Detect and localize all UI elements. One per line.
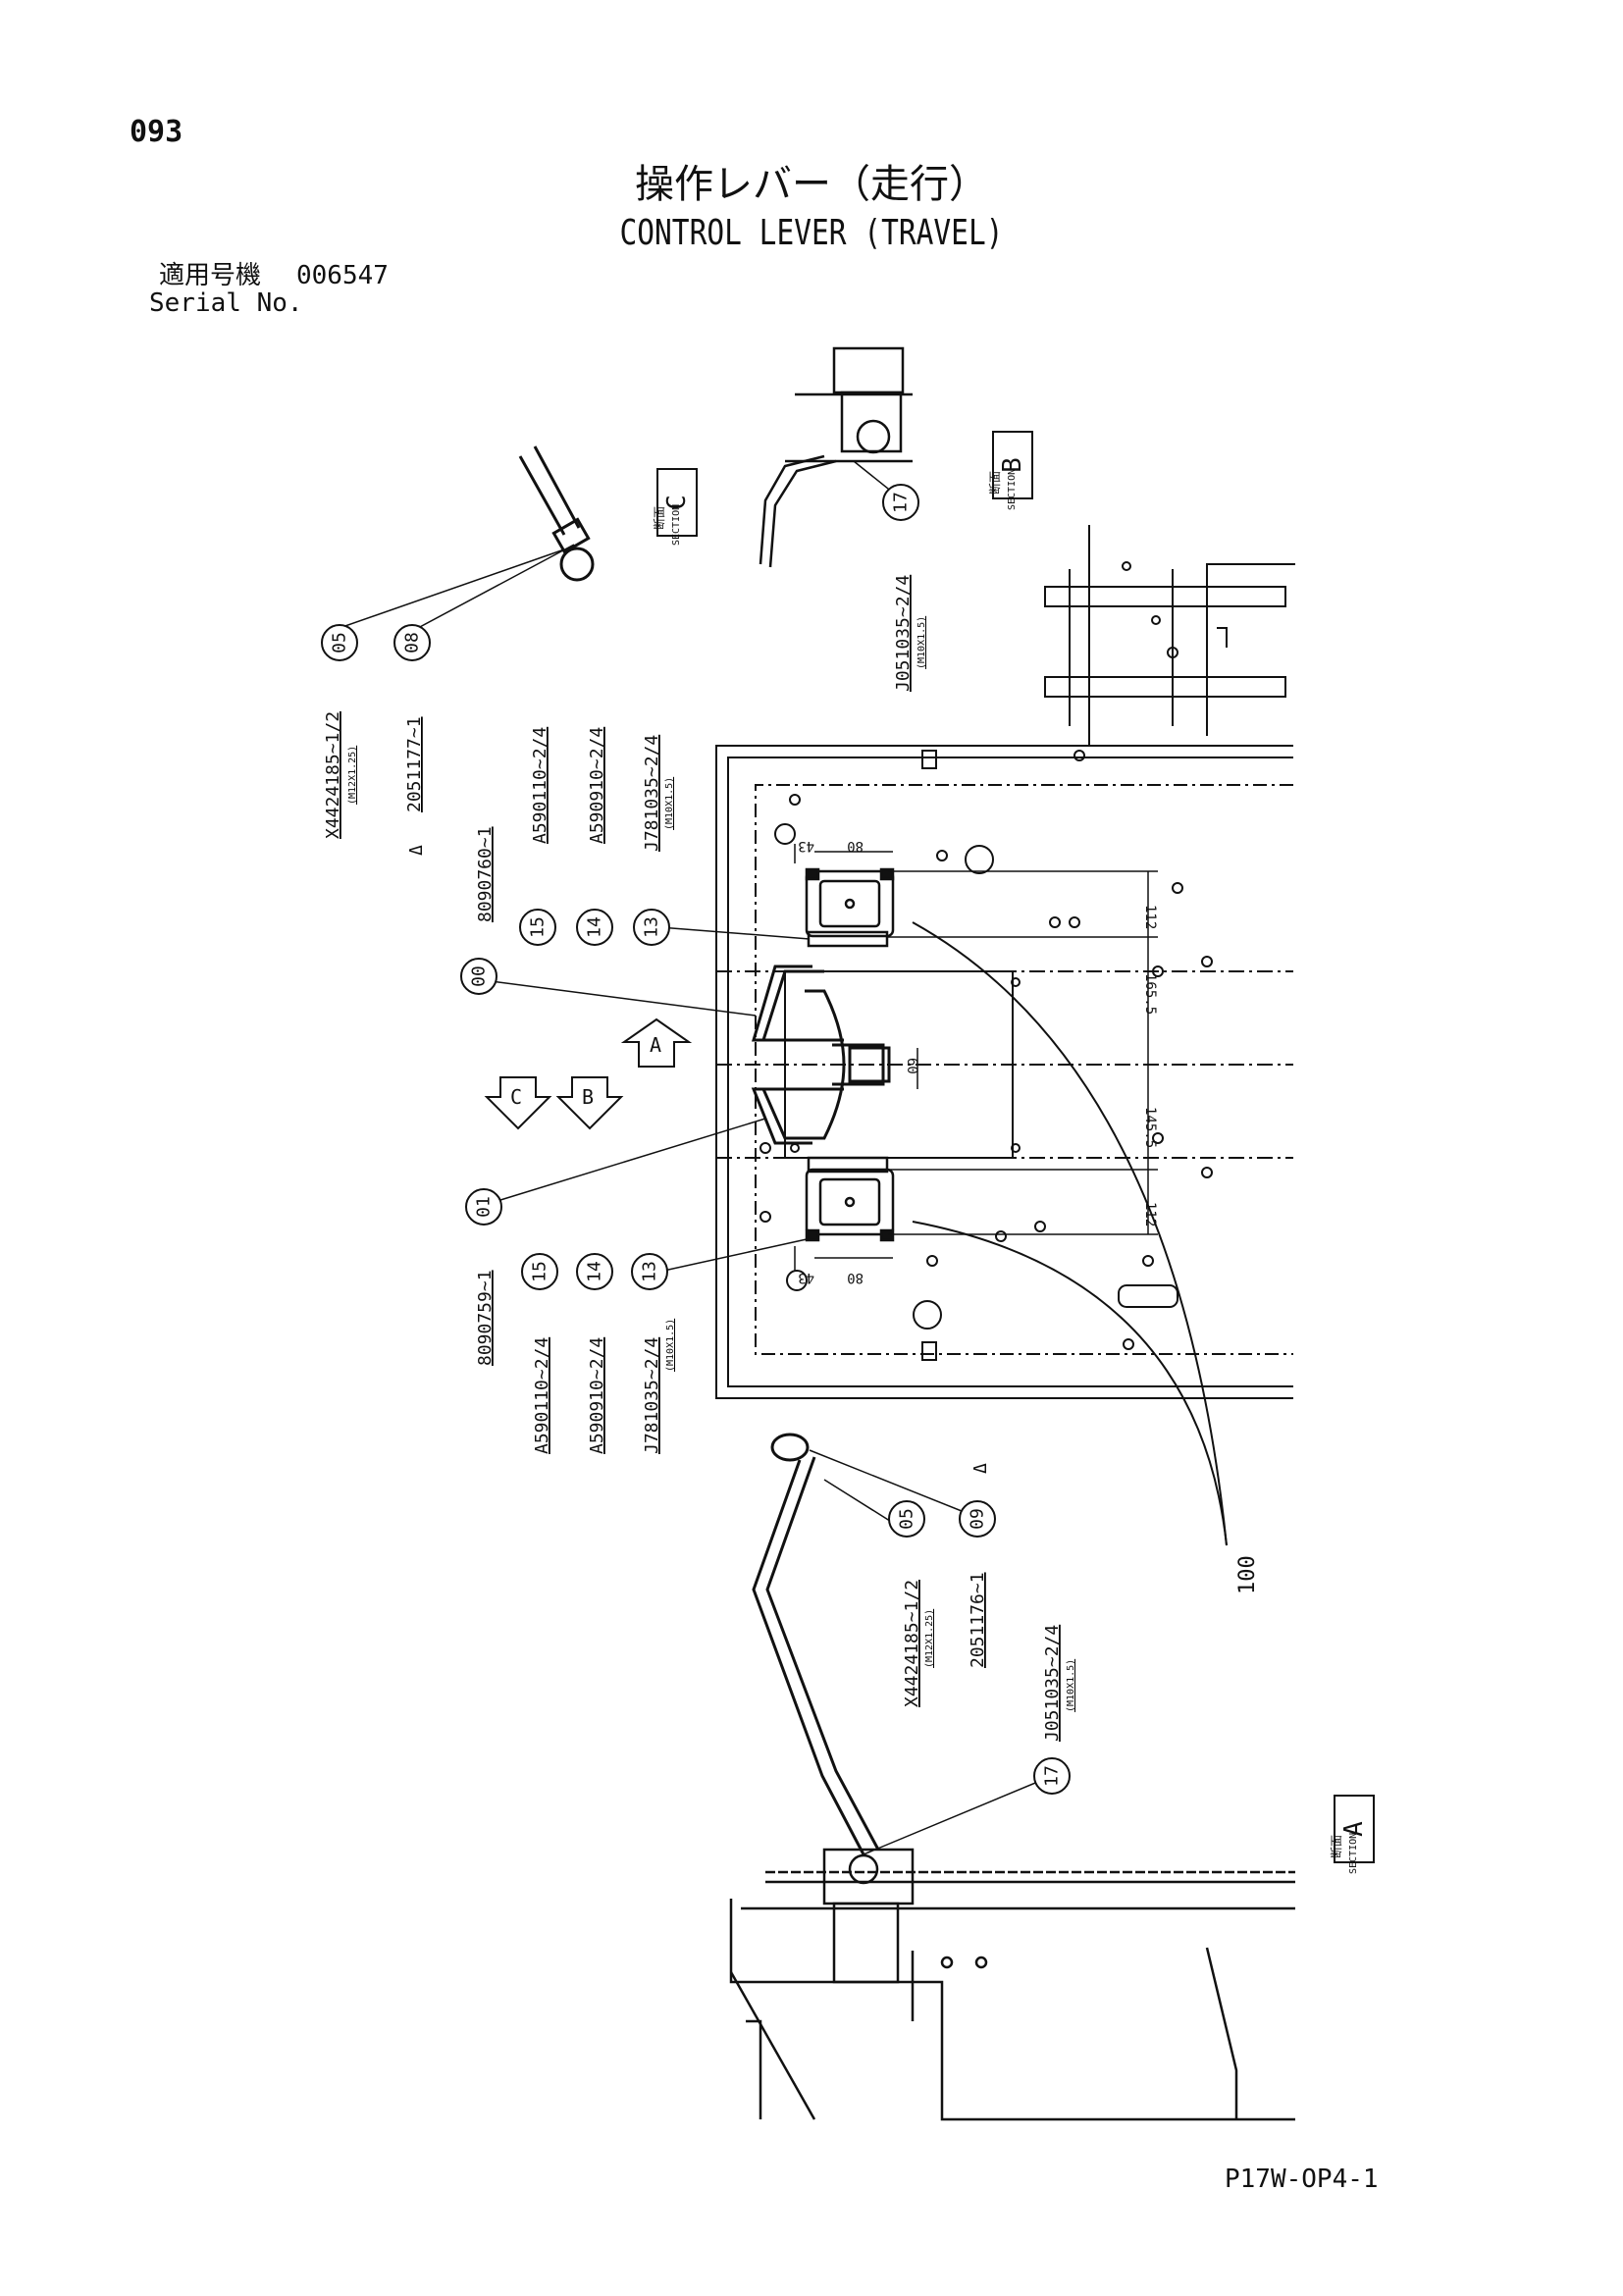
callout-13-top: 13 bbox=[633, 909, 670, 946]
svg-text:断面: 断面 bbox=[987, 471, 1002, 495]
callout-01: 01 bbox=[465, 1188, 502, 1226]
svg-text:15: 15 bbox=[528, 916, 549, 938]
section-b-valve bbox=[759, 346, 913, 568]
callout-17-bottom: 17 bbox=[1033, 1757, 1071, 1795]
svg-text:13: 13 bbox=[642, 916, 662, 938]
title-japanese: 操作レバー（走行） bbox=[635, 162, 988, 207]
section-label-a: A 断面 SECTION bbox=[1329, 1795, 1375, 1874]
hose-upper bbox=[912, 921, 1228, 1546]
part-j051035-top-spec: (M10X1.5) bbox=[916, 616, 927, 669]
view-arrow-a bbox=[620, 1018, 693, 1068]
svg-text:A: A bbox=[1339, 1821, 1369, 1837]
part-j051035-bottom: J051035~2/4 bbox=[1042, 1625, 1063, 1742]
part-8090759: 8090759~1 bbox=[475, 1270, 496, 1366]
callout-00: 00 bbox=[460, 958, 497, 995]
part-j781035-top: J781035~2/4 bbox=[642, 735, 662, 852]
svg-text:09: 09 bbox=[968, 1508, 988, 1530]
pilot-valve-lower bbox=[805, 1156, 895, 1242]
part-a590910-bottom: A590910~2/4 bbox=[587, 1337, 607, 1454]
svg-text:05: 05 bbox=[897, 1508, 917, 1530]
svg-text:C: C bbox=[662, 495, 692, 510]
section-c-lever bbox=[518, 445, 595, 582]
part-x4424185-bottom-spec: (M12X1.25) bbox=[924, 1609, 935, 1668]
part-a590110-bottom: A590110~2/4 bbox=[532, 1337, 552, 1454]
hose-lower bbox=[912, 1221, 1228, 1546]
svg-text:SECTION: SECTION bbox=[671, 504, 682, 546]
part-a590110-top: A590110~2/4 bbox=[530, 727, 550, 844]
serial-number-value: 006547 bbox=[296, 261, 389, 290]
revision-mark-top: Δ bbox=[406, 845, 427, 856]
part-x4424185-top-spec: (M12X1.25) bbox=[347, 746, 358, 805]
svg-text:17: 17 bbox=[891, 492, 912, 513]
dim-80-top: 80 bbox=[847, 838, 864, 854]
svg-text:15: 15 bbox=[530, 1261, 550, 1282]
part-100: 100 bbox=[1235, 1555, 1260, 1594]
svg-text:08: 08 bbox=[402, 632, 423, 653]
svg-text:断面: 断面 bbox=[1329, 1835, 1343, 1858]
svg-text:14: 14 bbox=[585, 916, 605, 938]
dim-165-5: 165.5 bbox=[1142, 973, 1158, 1015]
dim-43-top: 43 bbox=[798, 838, 814, 854]
dim-80-bottom: 80 bbox=[847, 1270, 864, 1285]
travel-levers-top-view bbox=[751, 965, 891, 1145]
svg-text:00: 00 bbox=[469, 965, 490, 987]
part-x4424185-top: X4424185~1/2 bbox=[323, 711, 343, 839]
frame-outline bbox=[715, 745, 1293, 1399]
callout-14-bottom: 14 bbox=[576, 1253, 613, 1290]
svg-text:17: 17 bbox=[1042, 1765, 1063, 1787]
callout-14-top: 14 bbox=[576, 909, 613, 946]
view-arrow-c-label: C bbox=[510, 1085, 522, 1109]
part-j781035-bottom: J781035~2/4 bbox=[642, 1337, 662, 1454]
callout-15-top: 15 bbox=[519, 909, 556, 946]
part-j051035-bottom-spec: (M10X1.5) bbox=[1066, 1659, 1076, 1712]
svg-text:13: 13 bbox=[640, 1261, 660, 1282]
callout-15-bottom: 15 bbox=[521, 1253, 558, 1290]
part-2051176: 2051176~1 bbox=[968, 1572, 988, 1668]
page-number: 093 bbox=[130, 115, 183, 149]
svg-text:断面: 断面 bbox=[652, 506, 666, 530]
dimension-lines bbox=[794, 844, 1158, 1271]
callout-17-top: 17 bbox=[882, 484, 919, 521]
pilot-valve-upper bbox=[805, 867, 895, 948]
section-label-c: C 断面 SECTION bbox=[652, 468, 698, 546]
section-b-view bbox=[1044, 525, 1295, 746]
callout-05-bottom: 05 bbox=[888, 1500, 925, 1538]
svg-text:B: B bbox=[998, 457, 1027, 473]
callout-09: 09 bbox=[959, 1500, 996, 1538]
section-a-lever bbox=[752, 1433, 880, 1855]
revision-mark-bottom: Δ bbox=[970, 1463, 991, 1474]
dim-145-5: 145.5 bbox=[1142, 1107, 1158, 1148]
dim-60: 60 bbox=[904, 1058, 919, 1074]
view-arrow-b-label: B bbox=[582, 1085, 594, 1109]
svg-text:01: 01 bbox=[474, 1196, 495, 1218]
part-j781035-bottom-spec: (M10X1.5) bbox=[665, 1319, 676, 1372]
view-arrow-c bbox=[484, 1076, 552, 1130]
dim-43-bottom: 43 bbox=[798, 1270, 814, 1285]
dim-112-top: 112 bbox=[1142, 905, 1158, 929]
callout-05-top: 05 bbox=[321, 624, 358, 661]
svg-text:14: 14 bbox=[585, 1261, 605, 1282]
frame-holes bbox=[759, 750, 1213, 1350]
section-a-valve bbox=[729, 1848, 1295, 2121]
callout-08: 08 bbox=[393, 624, 431, 661]
leader-lines bbox=[339, 460, 1053, 1855]
document-code: P17W-OP4-1 bbox=[1225, 2165, 1379, 2194]
callout-13-bottom: 13 bbox=[631, 1253, 668, 1290]
title-english: CONTROL LEVER (TRAVEL) bbox=[619, 213, 1004, 253]
part-j051035-top: J051035~2/4 bbox=[893, 575, 914, 692]
part-8090760: 8090760~1 bbox=[475, 826, 496, 922]
svg-text:05: 05 bbox=[330, 632, 350, 653]
svg-text:SECTION: SECTION bbox=[1007, 469, 1018, 510]
part-j781035-top-spec: (M10X1.5) bbox=[664, 777, 675, 830]
serial-label-japanese: 適用号機 bbox=[159, 261, 262, 290]
section-label-b: B 断面 SECTION bbox=[987, 431, 1033, 510]
part-a590910-top: A590910~2/4 bbox=[587, 727, 607, 844]
view-arrow-b bbox=[555, 1076, 624, 1130]
svg-text:SECTION: SECTION bbox=[1348, 1833, 1359, 1874]
part-x4424185-bottom: X4424185~1/2 bbox=[902, 1580, 922, 1707]
part-2051177: 2051177~1 bbox=[404, 716, 425, 812]
view-arrow-a-label: A bbox=[650, 1033, 661, 1057]
serial-label-english: Serial No. bbox=[149, 288, 303, 318]
